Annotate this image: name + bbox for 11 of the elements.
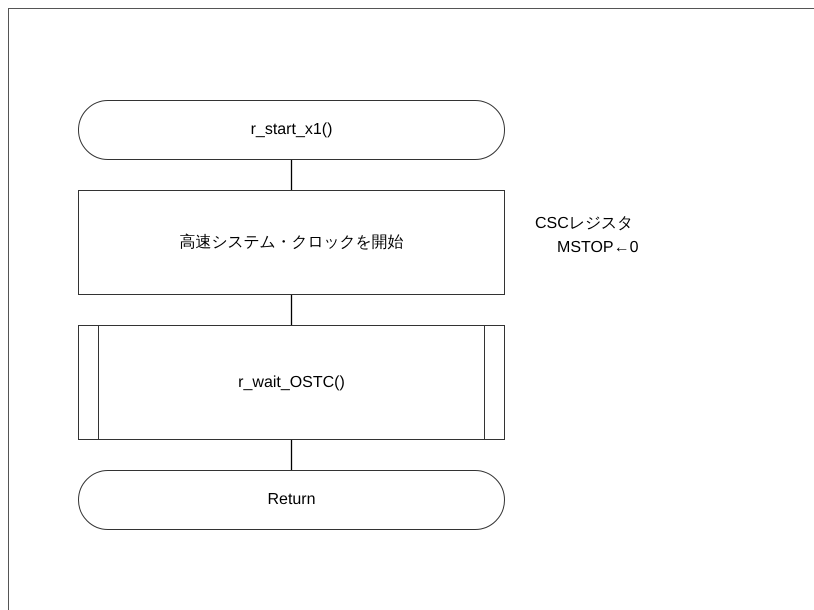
node-label: 高速システム・クロックを開始 bbox=[180, 232, 404, 252]
register-note: MSTOP←0 bbox=[556, 238, 638, 258]
process-box bbox=[78, 190, 505, 295]
node-label: r_wait_OSTC() bbox=[238, 372, 345, 392]
connector-line bbox=[290, 295, 292, 325]
subroutine-box bbox=[78, 325, 505, 440]
node-label: Return bbox=[267, 490, 316, 510]
connector-line bbox=[290, 440, 292, 470]
connector-line bbox=[290, 160, 292, 190]
node-label: r_start_x1() bbox=[250, 120, 332, 140]
register-note: CSCレジスタ bbox=[535, 214, 634, 234]
